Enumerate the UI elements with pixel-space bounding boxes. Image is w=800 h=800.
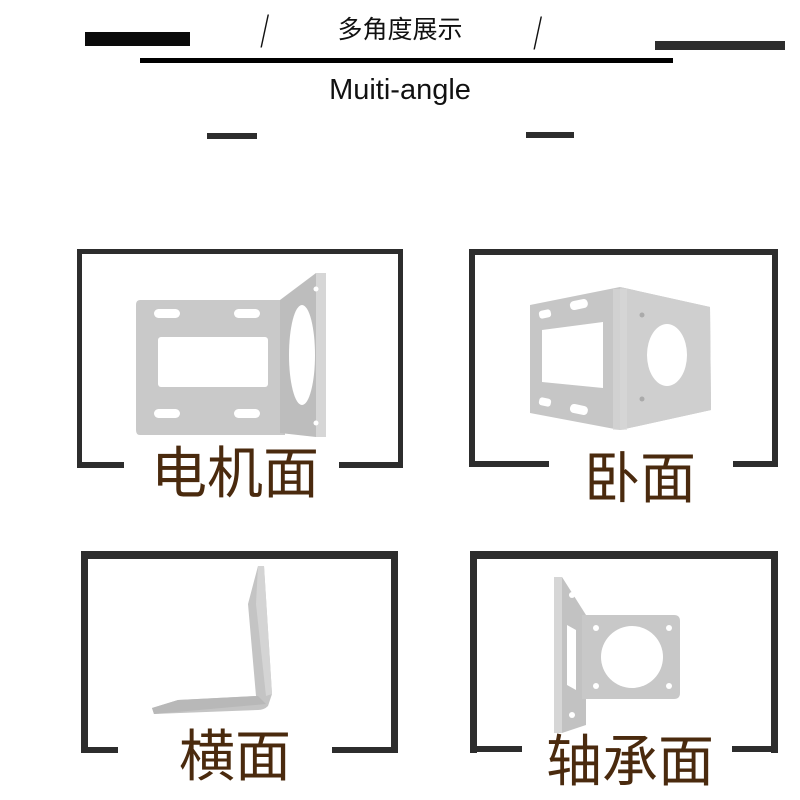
frame-left <box>81 551 88 753</box>
frame-right <box>772 249 778 467</box>
slash-decoration-right: / <box>533 10 543 56</box>
frame-left <box>77 249 82 468</box>
bracket-side-profile-photo <box>152 566 272 714</box>
page-title-chinese: 多角度展示 <box>337 15 463 44</box>
bracket-horizontal-lying-photo <box>530 287 711 430</box>
frame-top <box>77 249 403 254</box>
frame-top <box>469 249 778 255</box>
frame-right <box>391 551 398 753</box>
header-dash-right <box>526 132 574 138</box>
view-label-bearing-face: 轴承面 <box>546 730 714 795</box>
header-dash-left <box>207 133 257 139</box>
slash-decoration-left: / <box>260 8 270 54</box>
frame-bottom-right <box>732 746 778 752</box>
frame-bottom-left <box>470 746 522 752</box>
header-underline <box>140 58 673 63</box>
frame-bottom-right <box>332 747 398 753</box>
header-bar-right <box>655 41 785 50</box>
frame-bottom-right <box>339 462 403 468</box>
frame-left <box>469 249 475 467</box>
frame-top <box>81 551 398 559</box>
view-label-side-face: 横面 <box>179 725 291 790</box>
frame-bottom-left <box>81 747 118 753</box>
frame-bottom-left <box>469 461 549 467</box>
frame-right <box>398 249 403 468</box>
bracket-bearing-face-photo <box>554 577 680 733</box>
frame-left <box>470 551 477 753</box>
view-label-lying-face: 卧面 <box>584 447 696 512</box>
view-label-motor-face: 电机面 <box>151 442 319 507</box>
frame-bottom-left <box>77 462 124 468</box>
bracket-motor-face-photo <box>136 273 326 437</box>
header-bar-left <box>85 32 190 46</box>
frame-top <box>470 551 778 559</box>
frame-right <box>771 551 778 753</box>
frame-bottom-right <box>733 461 778 467</box>
page-title-english: Muiti-angle <box>329 74 471 106</box>
